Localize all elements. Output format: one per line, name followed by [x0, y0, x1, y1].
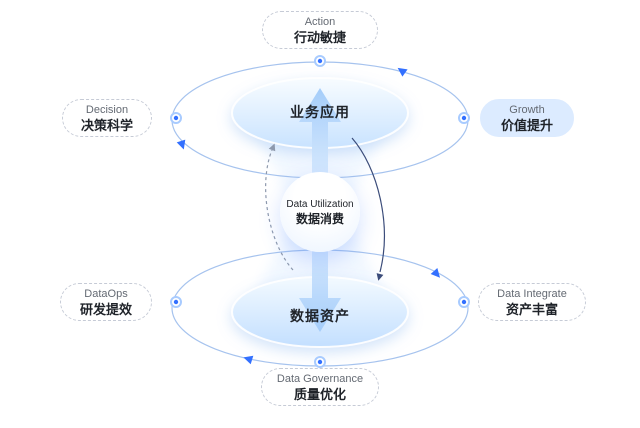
node-action: Action 行动敏捷 [262, 11, 378, 49]
center-node-data-utilization: Data Utilization 数据消费 [280, 172, 360, 252]
node-data-governance: Data Governance 质量优化 [261, 368, 379, 406]
node-action-zh: 行动敏捷 [293, 29, 346, 45]
connector-dot [314, 55, 326, 67]
node-dataops-zh: 研发提效 [79, 301, 132, 317]
node-decision-en: Decision [85, 103, 129, 116]
connector-dot [458, 112, 470, 124]
orbit-arrowhead-icon [243, 355, 254, 365]
connector-dot [314, 356, 326, 368]
data-asset-label: 数据资产 [290, 308, 350, 324]
node-data-integrate-en: Data Integrate [497, 287, 567, 300]
orbit-arrowhead-icon [176, 139, 186, 150]
business-app-label: 业务应用 [290, 104, 350, 120]
node-growth-zh: 价值提升 [500, 117, 553, 133]
node-data-governance-en: Data Governance [276, 372, 364, 385]
node-decision-zh: 决策科学 [80, 117, 133, 133]
center-node-zh: 数据消费 [295, 211, 344, 226]
node-data-integrate-zh: 资产丰富 [505, 301, 558, 317]
orbit-arrowhead-icon [430, 267, 441, 278]
node-decision: Decision 决策科学 [62, 99, 152, 137]
node-data-integrate: Data Integrate 资产丰富 [478, 283, 586, 321]
connector-dot [170, 296, 182, 308]
arrow-up-to-business-icon [299, 88, 341, 212]
center-node-en: Data Utilization [286, 198, 354, 210]
connector-dot [458, 296, 470, 308]
connector-dot [170, 112, 182, 124]
node-action-en: Action [304, 15, 336, 28]
node-dataops-en: DataOps [84, 287, 128, 300]
cycle-solid-arrow-icon [351, 137, 385, 281]
node-growth-en: Growth [509, 103, 545, 116]
arrow-down-to-data-asset-icon [299, 212, 341, 332]
orbit-arrowhead-icon [397, 67, 408, 77]
node-dataops: DataOps 研发提效 [60, 283, 152, 321]
cycle-dashed-arrow-icon [265, 143, 294, 271]
node-data-governance-zh: 质量优化 [293, 386, 346, 402]
node-growth: Growth 价值提升 [480, 99, 574, 137]
